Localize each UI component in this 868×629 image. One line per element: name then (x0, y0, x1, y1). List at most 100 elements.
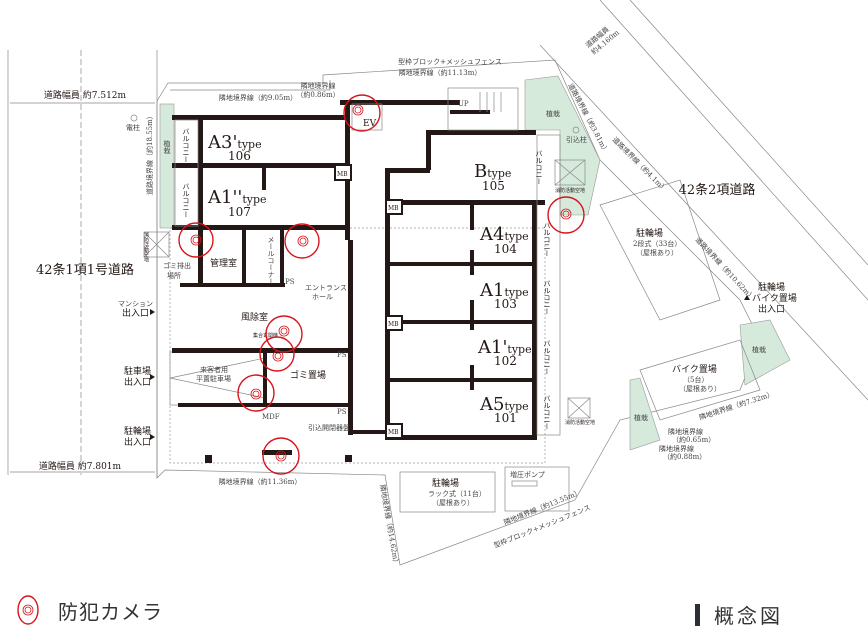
stairs[interactable] (447, 87, 519, 131)
service-pole-icon (572, 126, 580, 134)
planting-label: 植栽 (163, 139, 171, 154)
pole-label: 電柱 (126, 123, 140, 132)
security-camera-icon (17, 595, 39, 625)
svg-text:A5type: A5type (479, 394, 529, 415)
road-width-bottom: 道路幅員 約7.801m (39, 460, 122, 472)
boundary-line (170, 80, 331, 91)
svg-text:（屋根あり）: （屋根あり） (636, 248, 678, 257)
security-camera-icon (259, 336, 295, 372)
ps-label: PS (337, 408, 347, 416)
boundary-label: 隣地境界線（約14.62m） (378, 484, 401, 567)
legend: 防犯カメラ (16, 595, 163, 625)
fire-space-label: 消防活動空地 (565, 419, 595, 426)
fire-space-label: 消防活動空地 (143, 231, 149, 262)
boundary-label: 隣地境界線（約11.36m） (219, 477, 302, 486)
up-label: UP (458, 100, 469, 108)
svg-text:ラック式（11台）: ラック式（11台） (428, 489, 486, 498)
switchboard-label: 引込開閉器盤 (308, 423, 350, 432)
mb-label: MB (388, 205, 399, 212)
svg-text:出入口: 出入口 (758, 303, 785, 315)
svg-text:バルコニー: バルコニー (182, 183, 190, 218)
security-camera-icon (265, 315, 303, 353)
planting-label: 植栽 (752, 345, 766, 354)
svg-text:バルコニー: バルコニー (543, 395, 551, 430)
svg-text:バルコニー: バルコニー (543, 280, 551, 315)
mb-label: MB (337, 171, 348, 178)
planting-se2 (629, 377, 661, 451)
svg-text:（屋根あり）: （屋根あり） (679, 384, 721, 393)
guest-parking-label-2: 平置駐車場 (196, 374, 231, 383)
walls (172, 100, 545, 463)
boundary-label: （約0.88m） (663, 452, 706, 461)
svg-text:出入口: 出入口 (122, 307, 149, 319)
svg-text:2段式（33台）: 2段式（33台） (633, 239, 681, 248)
security-camera-icon (547, 196, 585, 234)
title-bar (695, 603, 700, 626)
svg-text:105: 105 (482, 179, 505, 193)
svg-text:駐輪場: 駐輪場 (758, 281, 785, 293)
svg-text:A4type: A4type (479, 224, 529, 245)
boundary-label: 隣地境界線（約9.05m） (219, 93, 297, 102)
svg-text:101: 101 (494, 411, 517, 425)
svg-text:Btype: Btype (474, 161, 511, 182)
west-road-label: 42条1項1号道路 (36, 262, 134, 278)
svg-text:マンション: マンション (118, 300, 153, 308)
mb-label: MB (388, 429, 399, 436)
svg-text:102: 102 (494, 354, 517, 368)
balcony-labels: バルコニー バルコニー バルコニー バルコニー バルコニー バルコニー バルコニ… (182, 128, 551, 430)
svg-text:バイク置場: バイク置場 (672, 363, 717, 375)
motorbike-parking (639, 339, 761, 421)
boundary-label: 隣地境界線（約11.13m） (399, 68, 482, 77)
bicycle-rack-area (399, 471, 496, 513)
windbreak-room: 風除室 (241, 311, 268, 323)
boundary-label: 隣地境界線 (668, 427, 703, 436)
pump-room (504, 466, 570, 512)
entrance-hall-label-2: ホール (312, 293, 333, 301)
garbage-out-label: ゴミ排出 (163, 261, 191, 270)
planting-se1 (739, 319, 791, 386)
fire-space-label: 消防活動空地 (555, 187, 585, 194)
ps-label: PS (285, 278, 295, 286)
svg-text:バルコニー: バルコニー (543, 340, 551, 375)
svg-text:A1''type: A1''type (207, 187, 267, 208)
planting-label: 植栽 (634, 413, 648, 422)
ps-label: PS (337, 351, 347, 359)
svg-text:出入口: 出入口 (124, 376, 151, 388)
mb-label: MB (388, 321, 399, 328)
boundary-label: （約0.65m） (672, 435, 715, 444)
entrance-hall-label: エントランス (305, 284, 347, 292)
svg-text:103: 103 (494, 297, 517, 311)
boundary-label: 隣地境界線 (659, 444, 694, 453)
mb-boxes (334, 164, 403, 439)
motorbike-label: バイク置場（5台）（屋根あり） (672, 363, 721, 393)
svg-text:104: 104 (494, 242, 517, 256)
mdf-label: MDF (262, 413, 280, 421)
svg-text:バイク置場: バイク置場 (752, 292, 797, 304)
security-camera-icon (237, 374, 275, 412)
security-camera-icon (178, 222, 214, 258)
boundary-label: 道路境界線（約4.1m） (611, 135, 670, 194)
boundary-label: 道路境界線（約18.55m） (145, 112, 154, 195)
boundary-label: 隣地境界線（約13.55m） (502, 488, 582, 527)
garbage-room: ゴミ置場 (290, 369, 326, 381)
svg-text:バルコニー: バルコニー (543, 222, 551, 257)
planting-ne (524, 75, 601, 216)
page-title: 概念図 (714, 604, 783, 628)
svg-text:駐車場: 駐車場 (124, 365, 151, 377)
pump-label: 増圧ポンプ (510, 470, 545, 479)
security-camera-icon (284, 223, 320, 259)
